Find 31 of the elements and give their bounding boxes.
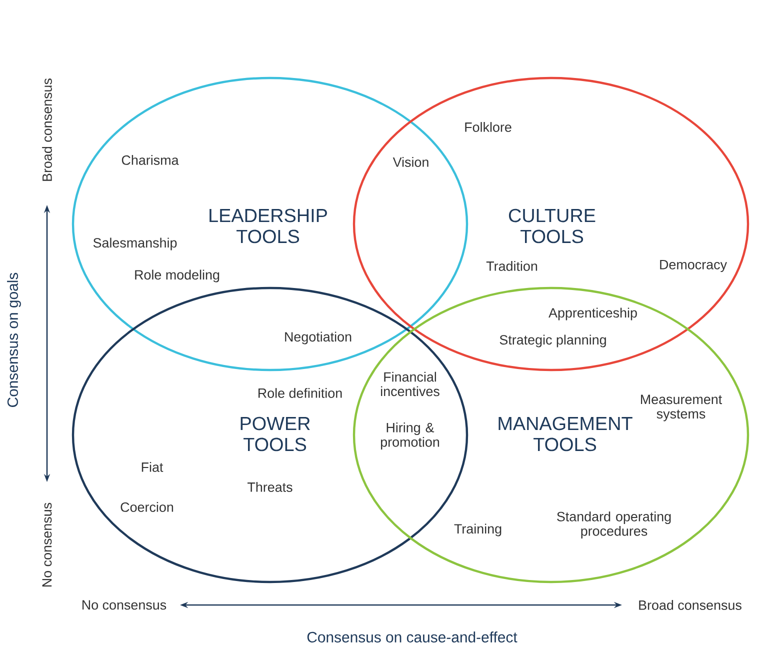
tool-label: Vision: [392, 157, 428, 167]
tool-label: Democracy: [660, 260, 727, 272]
axis-title: Consensus on goals: [7, 272, 21, 407]
tool-label: Measurement systems: [641, 394, 722, 422]
tool-label: Standard operating procedures: [557, 512, 671, 538]
tool-label: Training: [454, 524, 502, 536]
tool-label: Negotiation: [285, 332, 352, 344]
tool-label: Charisma: [122, 155, 179, 165]
tool-label: Salesmanship: [93, 238, 177, 250]
group-heading: POWER TOOLS: [240, 416, 310, 452]
tool-label: Folklore: [465, 122, 512, 132]
tool-label: Strategic planning: [500, 334, 606, 348]
group-heading: MANAGEMENT TOOLS: [498, 416, 632, 452]
tool-label: Tradition: [486, 261, 538, 271]
tool-ellipse: [352, 76, 750, 372]
tool-label: Hiring & promotion: [380, 422, 440, 450]
tool-label: Apprenticeship: [548, 308, 637, 320]
group-heading: LEADERSHIP TOOLS: [210, 208, 327, 244]
tool-label: Role definition: [258, 388, 342, 398]
tool-ellipse: [352, 286, 750, 584]
axis-end-label: Broad consensus: [639, 600, 742, 610]
tool-label: Role modeling: [135, 270, 220, 282]
axis-title: Consensus on cause-and-effect: [307, 632, 518, 642]
tool-label: Financial incentives: [381, 372, 440, 396]
group-heading: CULTURE TOOLS: [508, 208, 596, 244]
tool-label: Threats: [248, 482, 292, 492]
tool-label: Coercion: [120, 502, 174, 512]
tool-label: Fiat: [142, 462, 164, 472]
axis-end-label: No consensus: [82, 600, 166, 610]
axis-end-label: No consensus: [42, 502, 52, 586]
axis-end-label: Broad consensus: [42, 78, 52, 181]
